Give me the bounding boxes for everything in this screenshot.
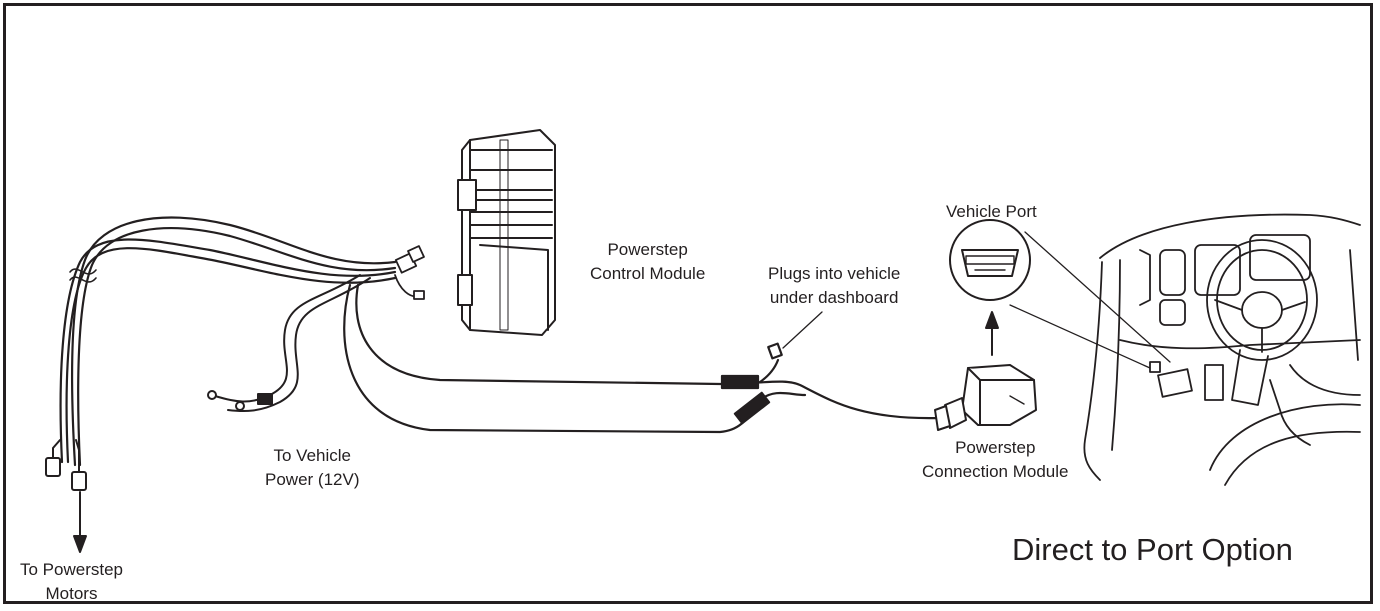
control-module-label-line2: Control Module <box>590 264 706 283</box>
vehicle-port-label: Vehicle Port <box>946 202 1037 221</box>
harness-connector <box>394 245 425 300</box>
connection-module-label-line2: Connection Module <box>922 462 1069 481</box>
control-module <box>457 129 556 336</box>
control-module-label-line1: Powerstep <box>607 240 688 259</box>
harness-bundle <box>59 216 397 467</box>
plugs-pointer <box>782 311 823 349</box>
plugs-into-label-line2: under dashboard <box>769 288 899 307</box>
control-module-label: Powerstep Control Module <box>590 238 705 286</box>
vehicle-power-label: To Vehicle Power (12V) <box>265 444 359 492</box>
motors-label: To Powerstep Motors <box>20 558 123 606</box>
motor-leads <box>45 439 87 491</box>
port-arrow <box>985 311 999 356</box>
connection-module-label: Powerstep Connection Module <box>922 436 1068 484</box>
plugs-into-label-line1: Plugs into vehicle <box>768 264 901 283</box>
diagram-frame <box>3 3 1373 604</box>
diagram-title: Direct to Port Option <box>1012 532 1293 567</box>
motors-label-line2: Motors <box>45 584 98 603</box>
plugs-into-label: Plugs into vehicle under dashboard <box>768 262 900 310</box>
dashboard <box>1083 213 1361 486</box>
connection-module <box>934 364 1037 431</box>
motors-label-line1: To Powerstep <box>20 560 123 579</box>
vehicle-power-label-line1: To Vehicle <box>273 446 351 465</box>
long-cables <box>343 283 942 434</box>
vehicle-power-label-line2: Power (12V) <box>265 470 360 489</box>
connection-module-label-line1: Powerstep <box>955 438 1036 457</box>
vehicle-port-callout <box>949 219 1171 369</box>
power-lead <box>207 274 371 412</box>
motors-arrow <box>73 491 87 553</box>
